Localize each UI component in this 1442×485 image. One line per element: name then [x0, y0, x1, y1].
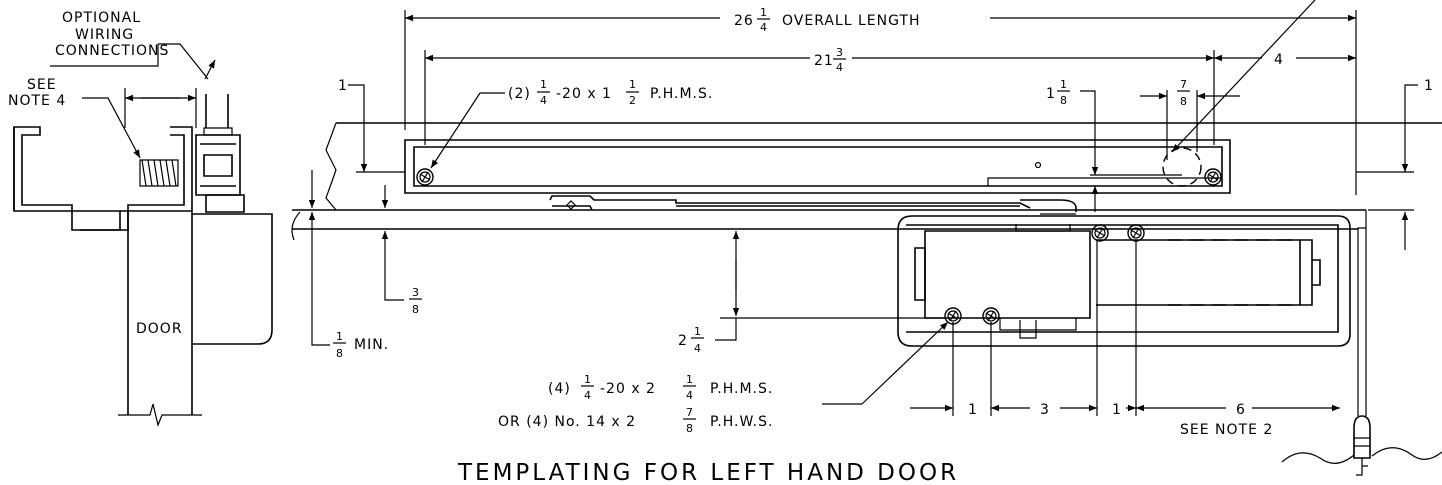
dim-1-1-8-whole: 1	[1046, 86, 1056, 102]
screw-icon	[416, 168, 434, 186]
dim-1-1-8-den: 8	[1060, 94, 1067, 107]
screws-bottom-2-prefix: OR (4) No. 14 x 2	[498, 414, 636, 430]
screws-top-f2n: 1	[629, 78, 636, 91]
screws-top-f1d: 4	[540, 94, 547, 107]
inner-length-den: 4	[836, 61, 843, 74]
wire-end-icon	[1281, 415, 1442, 476]
screws-bottom-1-f2d: 4	[686, 389, 693, 402]
main-elevation: 26 1 4 OVERALL LENGTH 21 3 4 4 (2) 1 4 -…	[291, 0, 1442, 476]
dim-3-8-den: 8	[412, 303, 419, 316]
bottom-dim-1b: 1	[1112, 402, 1122, 418]
screws-bottom-1-mid: -20 x 2	[600, 381, 656, 397]
dim-3-8-num: 3	[412, 286, 419, 299]
bottom-dim-6: 6	[1236, 402, 1246, 418]
dim-1-1-8-num: 1	[1060, 78, 1067, 91]
section-view: DOOR OPTIONAL WIRING CONNECTIONS SEE NOT…	[8, 10, 273, 427]
inner-length-whole: 21	[814, 53, 834, 69]
dim-1-8-min-label: MIN.	[354, 337, 389, 353]
overall-length-den: 4	[760, 21, 767, 34]
screws-bottom-1-suffix: P.H.M.S.	[710, 381, 773, 397]
spindle-circle	[1162, 147, 1202, 187]
dim-2-1-4-whole: 2	[678, 333, 688, 349]
screws-top-suffix: P.H.M.S.	[650, 86, 713, 102]
dim-2-1-4-den: 4	[694, 342, 701, 355]
overall-length-num: 1	[760, 6, 767, 19]
wiring-spring	[139, 159, 179, 187]
right-dim-4: 4	[1274, 52, 1284, 68]
screws-top-f1n: 1	[540, 78, 547, 91]
screws-bottom-2-fd: 8	[686, 422, 693, 435]
inner-length-num: 3	[836, 46, 843, 59]
screw-icon	[1091, 224, 1109, 242]
mounting-plate	[404, 139, 1231, 194]
see-label: SEE	[27, 77, 57, 93]
closer-body	[897, 213, 1351, 347]
door-section	[118, 212, 273, 427]
screw-icon	[1127, 224, 1145, 242]
drawing-title: TEMPLATING FOR LEFT HAND DOOR	[457, 460, 959, 485]
bottom-dim-3: 3	[1040, 402, 1050, 418]
overall-length-whole: 26	[734, 13, 754, 29]
screw-icon	[982, 307, 1000, 325]
screws-bottom-1-prefix: (4)	[548, 381, 571, 397]
note4-label: NOTE 4	[8, 93, 66, 109]
dim-1-8-num: 1	[336, 330, 343, 343]
overall-length-label: OVERALL LENGTH	[782, 13, 921, 29]
closer-arm	[549, 195, 1077, 212]
screw-icon	[1204, 168, 1222, 186]
dim-7-8-den: 8	[1180, 95, 1187, 108]
screws-bottom-1-f1d: 4	[584, 389, 591, 402]
screw-icon	[944, 307, 962, 325]
screws-bottom-1-f2n: 1	[686, 373, 693, 386]
left-dim-1: 1	[338, 78, 348, 94]
frame-profile	[13, 126, 121, 231]
connections-label: CONNECTIONS	[55, 43, 169, 59]
door-label: DOOR	[136, 321, 183, 337]
screws-bottom-1-f1n: 1	[584, 373, 591, 386]
wiring-label: WIRING	[75, 27, 134, 43]
screws-top-prefix: (2)	[508, 86, 531, 102]
right-dim-1: 1	[1424, 78, 1434, 94]
dim-7-8-num: 7	[1180, 78, 1187, 91]
dim-2-1-4-num: 1	[694, 325, 701, 338]
screws-bottom-2-fn: 7	[686, 406, 693, 419]
screws-top-f2d: 2	[629, 94, 636, 107]
see-note-2: SEE NOTE 2	[1180, 422, 1273, 438]
dim-1-8-den: 8	[336, 347, 343, 360]
screws-bottom-2-suffix: P.H.W.S.	[710, 414, 773, 430]
bottom-dim-1a: 1	[968, 402, 978, 418]
optional-label: OPTIONAL	[62, 10, 141, 26]
screws-top-mid: -20 x 1	[556, 86, 612, 102]
